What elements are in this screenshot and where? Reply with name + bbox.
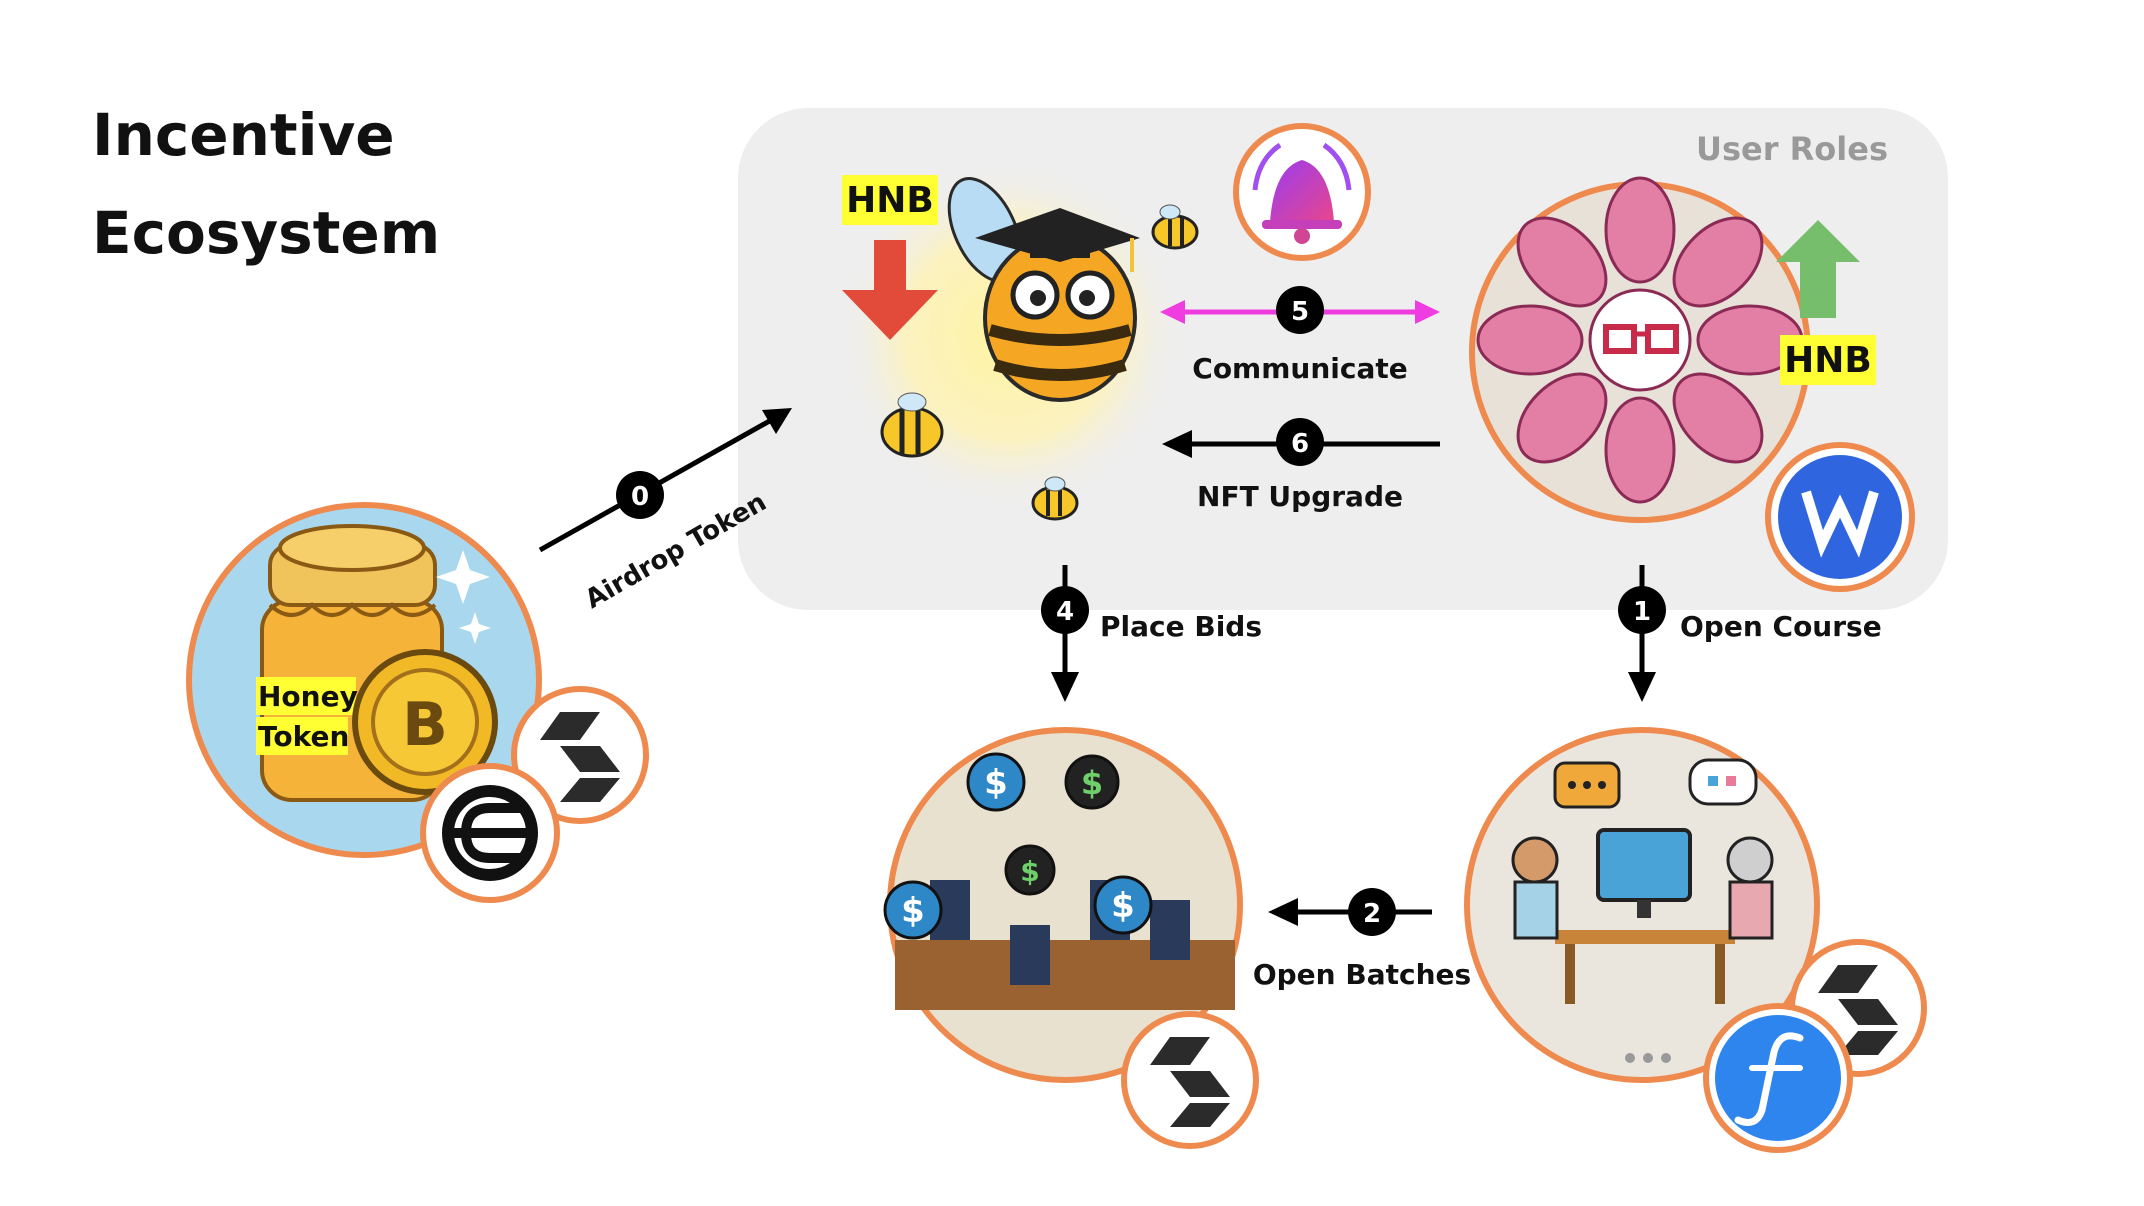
- auction-illustration: $ $ $ $ $: [883, 752, 1235, 1010]
- glasses-icon: [1603, 324, 1679, 354]
- course-class-node: [1464, 727, 1820, 1083]
- filecoin-badge: [1703, 1003, 1853, 1153]
- small-bee-1: [1151, 204, 1199, 250]
- auction-bids-node: $ $ $ $ $: [883, 727, 1243, 1083]
- student-bee-node: [835, 160, 1199, 521]
- hnb-decrease: HNB: [842, 175, 938, 340]
- solana-icon: [1150, 1037, 1230, 1127]
- graduate-bee-illustration: [947, 177, 1140, 402]
- sparkle-icon: [436, 550, 491, 644]
- diagram-title: Incentive Ecosystem: [92, 86, 440, 282]
- user-roles-label: User Roles: [1696, 130, 1888, 168]
- small-bee-3: [1031, 476, 1079, 521]
- step-5-label: Communicate: [1192, 352, 1407, 385]
- step-2-label: Open Batches: [1253, 958, 1471, 991]
- svg-text:$: $: [1020, 855, 1039, 888]
- hnb-right-label: HNB: [1784, 340, 1872, 381]
- step-6-number: 6: [1291, 429, 1309, 459]
- notification-bell-node: [1233, 123, 1371, 261]
- step-4-place-bids-arrow: 4 Place Bids: [1041, 565, 1262, 702]
- green-up-arrow-icon: [1776, 220, 1860, 318]
- title-line-2: Ecosystem: [92, 199, 441, 267]
- hnb-increase: HNB: [1776, 220, 1876, 385]
- bell-icon: [1252, 142, 1352, 244]
- title-line-1: Incentive: [92, 101, 395, 169]
- hnb-left-label: HNB: [846, 180, 934, 221]
- solana-badge-auction: [1121, 1011, 1259, 1149]
- step-2-number: 2: [1363, 899, 1381, 929]
- teacher-flower-node: [1469, 176, 1811, 523]
- step-1-label: Open Course: [1680, 610, 1882, 643]
- honey-label-line1: Honey: [258, 680, 358, 713]
- w-logo-badge: [1765, 442, 1915, 592]
- classroom-illustration: [1511, 758, 1774, 1063]
- step-6-label: NFT Upgrade: [1197, 480, 1403, 513]
- worldcoin-icon: [442, 785, 538, 881]
- solana-icon: [1818, 965, 1898, 1055]
- filecoin-icon: [1734, 1032, 1804, 1126]
- step-0-number: 0: [631, 482, 649, 512]
- bitcoin-icon: B: [352, 649, 498, 795]
- dollar-sign-icon: $ $ $ $ $: [883, 752, 1153, 940]
- step-1-number: 1: [1633, 597, 1651, 627]
- solana-badge-honey: [511, 686, 649, 824]
- red-down-arrow-icon: [842, 240, 938, 340]
- step-1-open-course-arrow: 1 Open Course: [1618, 565, 1882, 702]
- svg-text:B: B: [402, 690, 448, 760]
- solana-icon: [540, 712, 620, 802]
- step-4-number: 4: [1056, 597, 1074, 627]
- w-logo-icon: [1801, 490, 1879, 558]
- svg-text:$: $: [1081, 764, 1103, 802]
- step-5-communicate-arrow: 5 Communicate: [1160, 286, 1440, 385]
- svg-text:$: $: [901, 891, 925, 931]
- svg-text:$: $: [1111, 886, 1135, 926]
- honey-label-line2: Token: [258, 720, 349, 753]
- flower-illustration: [1476, 176, 1804, 504]
- step-6-nft-upgrade-arrow: 6 NFT Upgrade: [1162, 418, 1440, 513]
- honey-token-node: Honey Token B: [186, 502, 542, 858]
- chat-bubble-icon: [1553, 758, 1758, 809]
- svg-text:$: $: [984, 763, 1008, 803]
- step-4-label: Place Bids: [1100, 610, 1262, 643]
- step-5-number: 5: [1291, 297, 1309, 327]
- worldcoin-badge: [420, 763, 560, 903]
- step-2-open-batches-arrow: 2 Open Batches: [1253, 888, 1471, 991]
- small-bee-2: [880, 392, 944, 458]
